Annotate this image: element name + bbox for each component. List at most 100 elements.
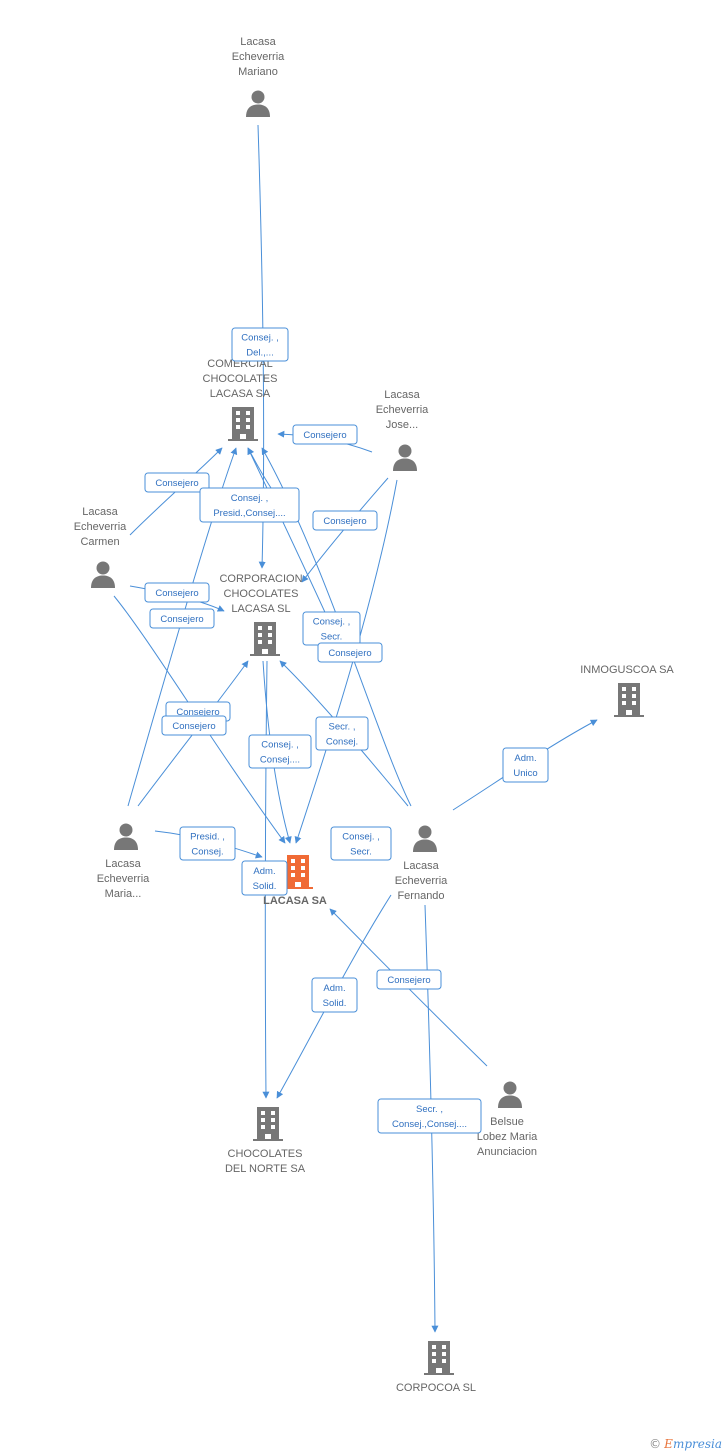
edge-label-e12[interactable]: Consej. ,Consej....: [248, 734, 312, 769]
node-label: INMOGUSCOA SA: [580, 664, 674, 676]
edge-label-e9[interactable]: Consejero: [317, 642, 383, 663]
edge-label-e17[interactable]: Adm. Solid.: [241, 860, 288, 896]
node-label: Lacasa: [403, 860, 439, 872]
edge-label-e6[interactable]: Consejero: [144, 582, 210, 603]
edge-label-text: Consejero: [328, 648, 371, 659]
edge-label-box: [241, 860, 288, 896]
edge-label-text: Consej.: [191, 847, 223, 858]
edge-label-e7[interactable]: Consejero: [149, 608, 215, 629]
edge-label-text: Secr.: [321, 632, 343, 643]
node-label: CORPORACION: [219, 573, 302, 585]
node-label: Fernando: [397, 890, 444, 902]
edge-label-text: Consejero: [303, 430, 346, 441]
edge-label-e13[interactable]: Secr. , Consej.: [315, 716, 369, 751]
edge-label-e1[interactable]: Consej. , Del.,...: [231, 327, 289, 362]
edge-label-box: [144, 582, 210, 603]
edge-label-box: [149, 608, 215, 629]
node-label: Echeverria: [97, 873, 150, 885]
edge-label-e8[interactable]: Consej. , Secr.: [302, 611, 361, 646]
edge-label-box: [311, 977, 358, 1013]
edge-label-text: Consejero: [155, 588, 198, 599]
brand-name: mpresia: [672, 1437, 722, 1451]
edge-label-text: Secr. ,: [329, 722, 356, 733]
edge-label-e20[interactable]: Secr. , Consej.,Consej....: [377, 1098, 482, 1134]
edge-label-text: Consejero: [172, 721, 215, 732]
node-label: CHOCOLATES: [203, 373, 278, 385]
edge-label-text: Consej.: [326, 737, 358, 748]
node-label: Carmen: [80, 536, 119, 548]
edge-line-e7: [113, 595, 286, 844]
edge-label-box: [161, 715, 227, 736]
node-jose[interactable]: LacasaEcheverriaJose...: [376, 389, 429, 471]
edge-label-e4[interactable]: Consej. ,Presid.,Consej....: [199, 487, 300, 523]
node-label: LACASA SL: [231, 603, 290, 615]
node-corpocoa[interactable]: CORPOCOA SL: [396, 1341, 476, 1394]
edge-label-text: Solid.: [323, 998, 347, 1009]
edge-label-e3[interactable]: Consejero: [144, 472, 210, 493]
edge-label-text: Adm.: [253, 866, 275, 877]
node-inmoguscoa[interactable]: INMOGUSCOA SA: [580, 664, 674, 717]
edge-label-text: Solid.: [253, 881, 277, 892]
node-label: DEL NORTE SA: [225, 1163, 306, 1175]
building-icon: [614, 683, 644, 717]
building-icon: [424, 1341, 454, 1375]
node-label: Lacasa: [384, 389, 420, 401]
building-icon: [253, 1107, 283, 1141]
node-label: CORPOCOA SL: [396, 1382, 476, 1394]
node-lacasa[interactable]: LACASA SA: [263, 855, 327, 907]
edge-label-text: Consej. ,: [313, 617, 351, 628]
copyright-symbol: ©: [649, 1437, 662, 1451]
edge-label-box: [377, 1098, 482, 1134]
edge-label-text: Consej. ,: [231, 493, 269, 504]
edge-label-text: Consej. ,: [241, 333, 279, 344]
node-label: Echeverria: [74, 521, 127, 533]
edge-label-box: [248, 734, 312, 769]
edge-label-e14[interactable]: Adm. Unico: [502, 747, 549, 783]
edge-label-box: [312, 510, 378, 531]
edge-label-box: [376, 969, 442, 990]
edge-label-text: Adm.: [514, 753, 536, 764]
node-label: Anunciacion: [477, 1146, 537, 1158]
person-icon: [498, 1081, 522, 1108]
edge-label-text: Del.,...: [246, 348, 273, 359]
building-icon: [228, 407, 258, 441]
node-label: Belsue: [490, 1116, 524, 1128]
node-maria[interactable]: LacasaEcheverriaMaria...: [97, 823, 150, 901]
edge-label-text: Secr.: [350, 847, 372, 858]
edge-label-box: [317, 642, 383, 663]
edge-label-e16[interactable]: Consej. , Secr.: [330, 826, 392, 861]
empresia-watermark[interactable]: ©Empresia: [649, 1437, 722, 1451]
edge-label-e2[interactable]: Consejero: [292, 424, 358, 445]
edge-label-text: Secr. ,: [416, 1104, 443, 1115]
person-icon: [393, 444, 417, 471]
person-icon: [246, 90, 270, 117]
node-label: Echeverria: [232, 51, 285, 63]
edge-label-e11[interactable]: Consejero: [161, 715, 227, 736]
edge-label-e5[interactable]: Consejero: [312, 510, 378, 531]
building-icon: [250, 622, 280, 656]
edge-label-text: Consej.,Consej....: [392, 1119, 467, 1130]
person-icon: [91, 561, 115, 588]
edge-label-box: [330, 826, 392, 861]
edge-label-text: Consejero: [155, 478, 198, 489]
edge-label-e19[interactable]: Consejero: [376, 969, 442, 990]
edge-label-text: Consej. ,: [342, 832, 380, 843]
node-label: LACASA SA: [263, 895, 327, 907]
node-label: Maria...: [105, 888, 142, 900]
edge-label-box: [502, 747, 549, 783]
person-icon: [413, 825, 437, 852]
edge-line-e9: [294, 479, 398, 844]
edge-label-text: Presid. ,: [190, 832, 225, 843]
edge-label-e18[interactable]: Adm.Solid.: [311, 977, 358, 1013]
edge-label-e15[interactable]: Presid. , Consej.: [179, 826, 236, 861]
edge-label-text: Unico: [513, 768, 537, 779]
node-label: Lacasa: [105, 858, 141, 870]
edge-label-text: Consejero: [323, 516, 366, 527]
